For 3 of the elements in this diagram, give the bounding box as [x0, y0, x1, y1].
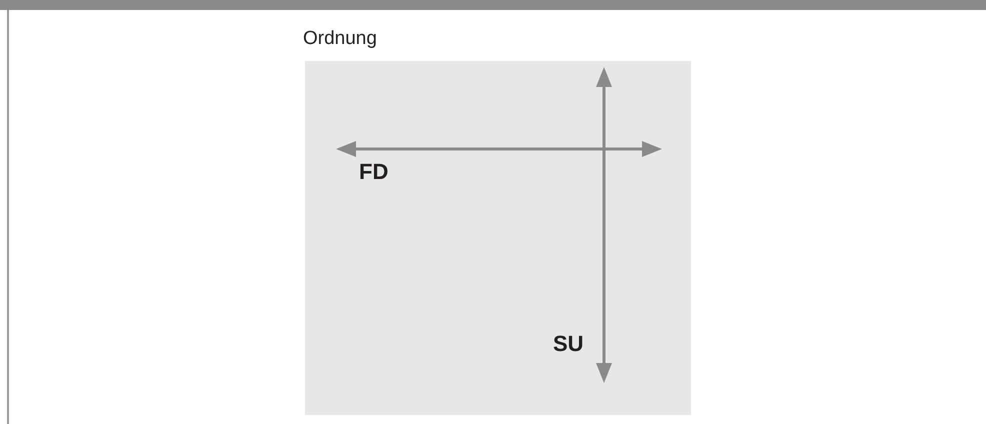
- axis-label: FD: [359, 159, 388, 185]
- panel-heading: Ordnung: [303, 27, 378, 51]
- axis-label: SU: [553, 331, 584, 357]
